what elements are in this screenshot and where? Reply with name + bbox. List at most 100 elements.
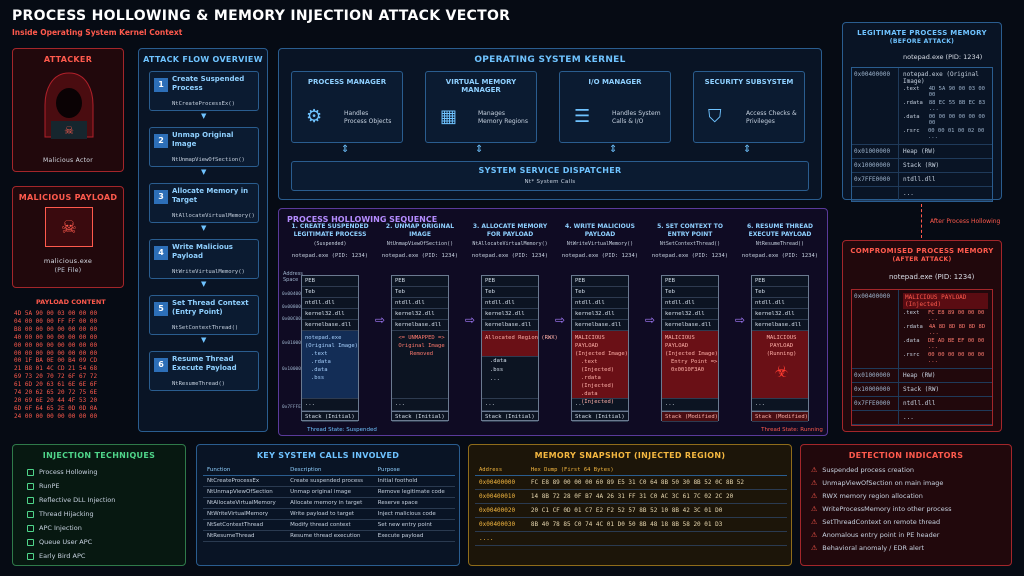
memory-address bbox=[852, 187, 898, 200]
technique-label: Queue User APC bbox=[39, 538, 93, 546]
subsystem-desc-line: Handles System bbox=[612, 110, 661, 117]
region-line: .bss bbox=[490, 367, 504, 373]
comp-title: COMPROMISED PROCESS MEMORY bbox=[850, 247, 994, 255]
subsystem-desc-line: Process Objects bbox=[344, 118, 392, 125]
technique-label: Reflective DLL Injection bbox=[39, 496, 116, 504]
sequence-proc: notepad.exe (PID: 1234) bbox=[741, 253, 819, 259]
region-line: MALICIOUS PAYLOAD bbox=[665, 335, 695, 349]
payload-hex-line: 21 B8 01 4C CD 21 54 68 bbox=[14, 365, 98, 373]
region-line: Original Image bbox=[398, 343, 445, 349]
address-space-label: Address Space bbox=[283, 271, 303, 283]
table-header: Address bbox=[475, 465, 527, 476]
detection-title: DETECTION INDICATORS bbox=[848, 451, 964, 460]
table-header: Function bbox=[203, 465, 287, 476]
memory-content: ... bbox=[898, 411, 992, 424]
flow-down-arrow: ▼ bbox=[201, 168, 207, 176]
detection-label: Anomalous entry point in PE header bbox=[822, 530, 940, 539]
after-arrow bbox=[921, 204, 922, 238]
memory-cell: ... bbox=[572, 399, 628, 411]
step-title: Set Thread Context (Entry Point) bbox=[172, 299, 249, 316]
technique-item: Early Bird APC bbox=[27, 549, 115, 563]
kernel-title: OPERATING SYSTEM KERNEL bbox=[474, 55, 626, 65]
table-cell: NtAllocateVirtualMemory bbox=[203, 497, 287, 509]
memory-cell: Teb bbox=[572, 287, 628, 298]
warning-icon: ⚠ bbox=[811, 491, 818, 500]
region-line: notepad.exe bbox=[305, 335, 342, 341]
subsystem-title: I/O MANAGER bbox=[588, 78, 642, 86]
region-line: (Running) bbox=[766, 351, 797, 357]
step-api: NtCreateProcessEx() bbox=[172, 101, 235, 107]
sequence-step-api: NtWriteVirtualMemory() bbox=[566, 241, 634, 247]
detection-item: ⚠WriteProcessMemory into other process bbox=[811, 502, 951, 515]
memory-cell: ntdll.dll bbox=[662, 298, 718, 309]
memory-content: Stack (RW) bbox=[898, 383, 992, 396]
region-line: (Original Image) bbox=[305, 343, 358, 349]
section-name: .text bbox=[903, 310, 920, 316]
flow-down-arrow: ▼ bbox=[201, 336, 207, 344]
subsystem-desc-line: Calls & I/O bbox=[612, 118, 644, 125]
sequence-step-title: 5. SET CONTEXT TO ENTRY POINT bbox=[657, 223, 723, 238]
step-title: Resume Thread Execute Payload bbox=[172, 355, 237, 372]
techniques-title: INJECTION TECHNIQUES bbox=[42, 451, 156, 460]
subsystem-desc: Access Checks &Privileges bbox=[746, 110, 797, 126]
section-bytes: 4D 5A 90 00 03 00 00 bbox=[928, 86, 985, 98]
step-title: Unmap Original Image bbox=[172, 131, 234, 148]
sequence-step-api: NtUnmapViewOfSection() bbox=[386, 241, 454, 247]
memory-cell: kernelbase.dll bbox=[752, 320, 808, 331]
memory-cell: ntdll.dll bbox=[392, 298, 448, 309]
thread-state: Thread State: Running bbox=[761, 427, 823, 433]
svg-text:☠: ☠ bbox=[64, 124, 74, 137]
stack-cell: Stack (Modified) bbox=[662, 411, 718, 422]
payload-panel: MALICIOUS PAYLOAD ☠ malicious.exe (PE Fi… bbox=[12, 186, 124, 288]
table-cell: 0x00400010 bbox=[475, 489, 527, 504]
detection-item: ⚠Behavioral anomaly / EDR alert bbox=[811, 541, 951, 554]
technique-icon bbox=[27, 552, 34, 560]
technique-label: RunPE bbox=[39, 482, 60, 490]
memory-address: 0x01000000 bbox=[854, 148, 891, 155]
memory-content: Heap (RW) bbox=[898, 145, 992, 158]
table-cell: Allocate memory in target bbox=[286, 497, 374, 509]
memory-cell: kernel32.dll bbox=[572, 309, 628, 320]
region-line: ... bbox=[490, 376, 500, 382]
subsystem-icon: ⛉ bbox=[708, 106, 722, 127]
table-header: Hex Dump (First 64 Bytes) bbox=[526, 465, 787, 476]
table-cell: 0x00400000 bbox=[475, 475, 527, 490]
section-bytes: 00 00 00 00 00 00 ... bbox=[927, 352, 985, 364]
attacker-panel: ATTACKER ☠ Malicious Actor bbox=[12, 48, 124, 172]
technique-item: Process Hollowing bbox=[27, 465, 115, 479]
detection-panel: DETECTION INDICATORS ⚠ Suspended process … bbox=[800, 444, 1012, 566]
address-label: 0x01000000 bbox=[282, 341, 310, 346]
region-line: .rdata bbox=[311, 359, 331, 365]
detection-label: Suspended process creation bbox=[822, 465, 915, 474]
section-bytes: 4A 8D 8D 8D 8D 8D ... bbox=[928, 324, 986, 336]
detection-item: ⚠Anomalous entry point in PE header bbox=[811, 528, 951, 541]
stack-cell: Stack (Initial) bbox=[572, 411, 628, 422]
payload-filetype: (PE File) bbox=[54, 267, 82, 274]
legit-subtitle: (BEFORE ATTACK) bbox=[889, 38, 955, 45]
legit-memory-panel: LEGITIMATE PROCESS MEMORY (BEFORE ATTACK… bbox=[842, 22, 1002, 202]
technique-label: APC Injection bbox=[39, 524, 82, 532]
memory-cell: PEB bbox=[302, 276, 358, 287]
memory-address: 0x10000000 bbox=[854, 386, 891, 393]
memory-cell: PEB bbox=[752, 276, 808, 287]
memory-region-name: ntdll.dll bbox=[903, 400, 936, 407]
memory-address: 0x10000000 bbox=[854, 162, 891, 169]
flow-down-arrow: ▼ bbox=[201, 224, 207, 232]
